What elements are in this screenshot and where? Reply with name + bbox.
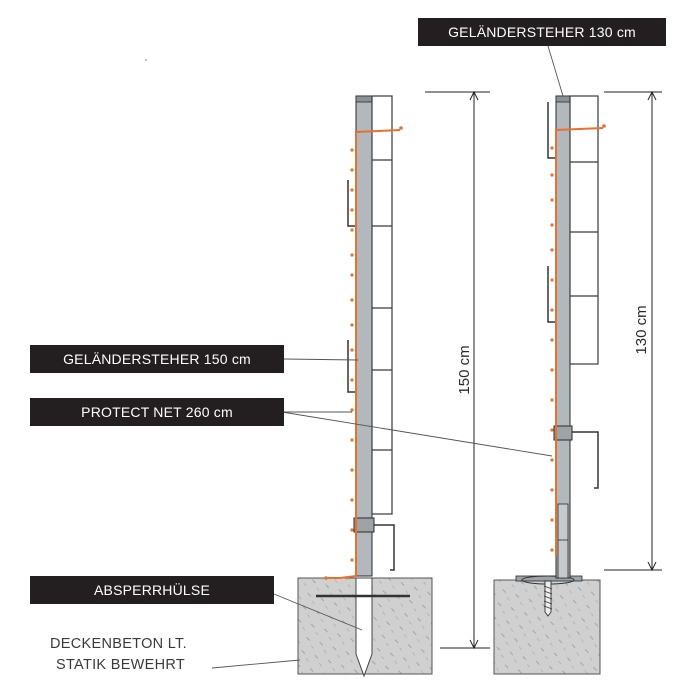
right-post-clamp	[553, 425, 573, 441]
right-hook-lower	[547, 266, 556, 323]
label-post-150: GELÄNDERSTEHER 150 cm	[30, 345, 284, 373]
right-post-cap	[555, 95, 571, 103]
left-clamp-hook	[374, 524, 395, 571]
left-hook-upper	[347, 180, 356, 227]
left-post	[355, 95, 373, 577]
right-assembly: 130 cm	[493, 90, 662, 675]
left-post-cap	[355, 95, 373, 103]
left-sleeve	[355, 577, 373, 678]
right-post-sleeve	[557, 503, 569, 579]
right-dimension	[604, 90, 662, 572]
left-dimension	[425, 90, 490, 650]
right-hook-upper	[547, 102, 556, 159]
label-concrete: DECKENBETON LT. STATIK BEWEHRT	[50, 636, 187, 673]
left-dimension-label: 150 cm	[456, 345, 473, 394]
label-post-150-text: GELÄNDERSTEHER 150 cm	[63, 351, 251, 367]
label-protect-net: PROTECT NET 260 cm	[30, 398, 284, 426]
left-protect-net	[324, 126, 403, 580]
right-protect-net	[550, 124, 606, 556]
left-assembly: 150 cm	[297, 90, 490, 678]
label-concrete-line2: STATIK BEWEHRT	[56, 657, 185, 673]
label-sleeve-text: ABSPERRHÜLSE	[94, 581, 210, 598]
right-dimension-label: 130 cm	[633, 305, 650, 354]
left-hook-lower	[347, 340, 356, 393]
label-post-130-text: GELÄNDERSTEHER 130 cm	[448, 24, 636, 40]
label-protect-net-text: PROTECT NET 260 cm	[81, 404, 233, 420]
left-mesh-panel	[371, 95, 393, 515]
label-concrete-line1: DECKENBETON LT.	[50, 636, 187, 652]
label-post-130: GELÄNDERSTEHER 130 cm	[418, 18, 666, 46]
stray-dot	[145, 59, 147, 61]
right-clamp-hook	[572, 431, 599, 489]
right-mesh-panel	[569, 95, 599, 365]
label-sleeve: ABSPERRHÜLSE	[30, 576, 274, 604]
